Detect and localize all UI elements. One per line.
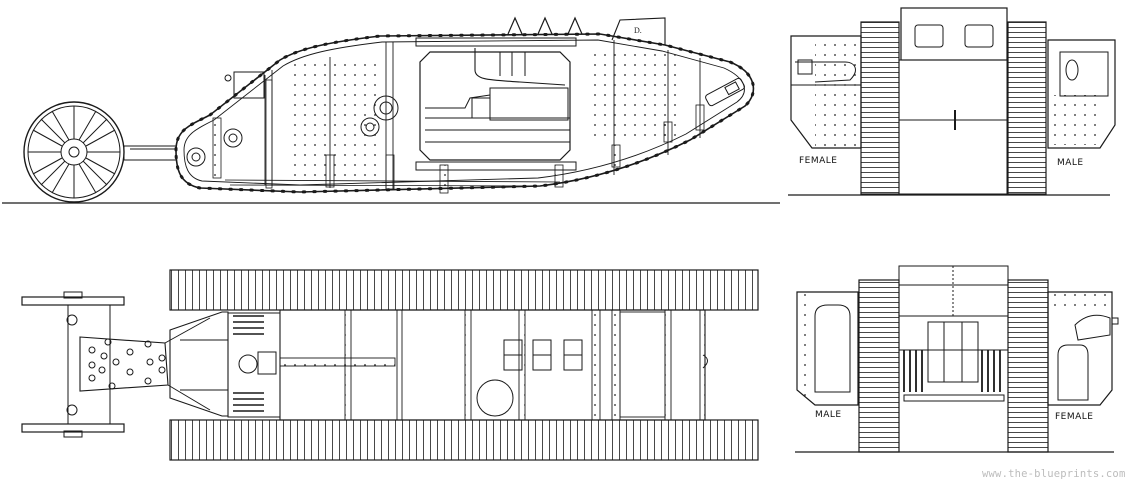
rear-view-right-label: MALE	[1057, 158, 1084, 168]
tail-wheel	[23, 101, 125, 203]
roller-hubs	[186, 95, 399, 167]
top-view	[21, 269, 759, 461]
tail-wheel-carriage	[21, 291, 211, 438]
front-view	[795, 265, 1119, 453]
front-view-left-label: MALE	[815, 410, 842, 420]
watermark: www.the-blueprints.com	[982, 468, 1126, 480]
rear-view-left-label: FEMALE	[799, 156, 838, 166]
front-view-right-label: FEMALE	[1055, 412, 1094, 422]
side-view	[2, 16, 780, 204]
hatch-mark: D.	[634, 26, 642, 35]
rear-view	[788, 7, 1116, 196]
